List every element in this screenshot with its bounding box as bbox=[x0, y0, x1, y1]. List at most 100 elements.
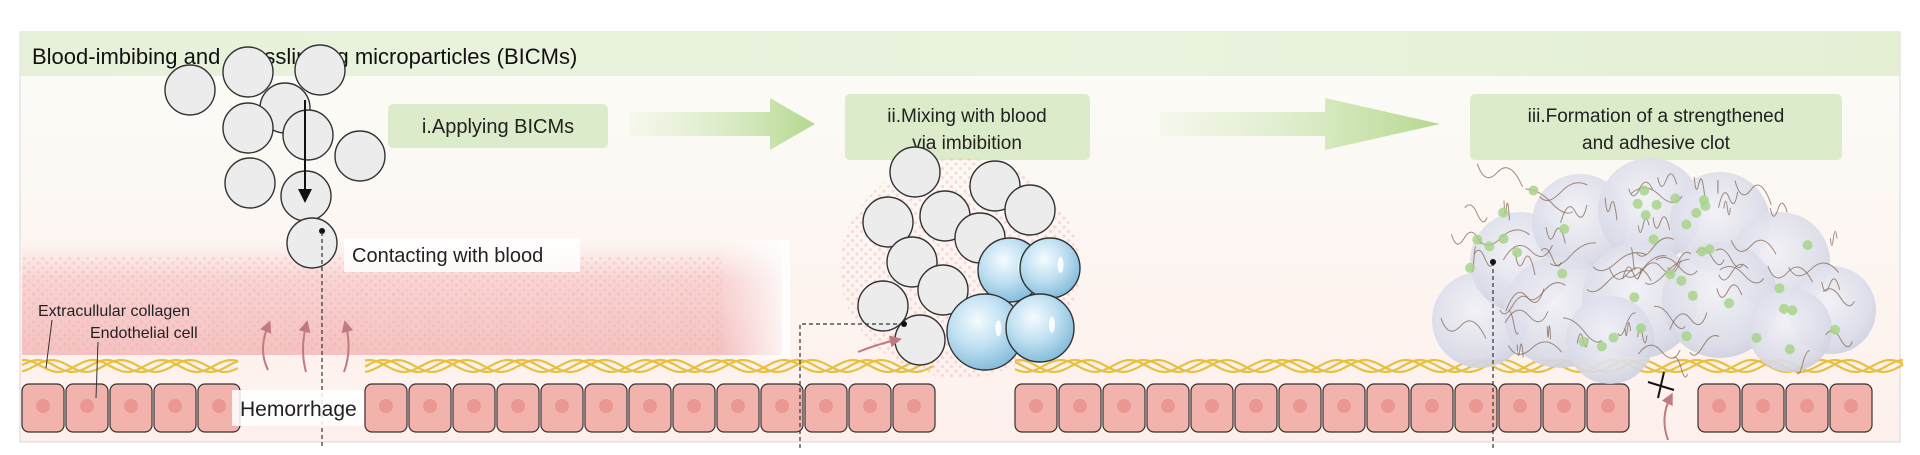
crosslinker-dot bbox=[1775, 283, 1785, 293]
crosslinker-dot bbox=[1688, 291, 1698, 301]
crosslinker-dot bbox=[1629, 292, 1639, 302]
crosslinker-dot bbox=[1785, 344, 1795, 354]
swollen-bicm-particle bbox=[1020, 238, 1080, 298]
bicm-particle bbox=[283, 110, 333, 160]
bicm-particle bbox=[223, 103, 273, 153]
crosslinker-dot bbox=[1670, 193, 1680, 203]
cell-nucleus bbox=[1601, 399, 1615, 413]
crosslinker-dot bbox=[1639, 186, 1649, 196]
crosslinker-dot bbox=[1579, 337, 1589, 347]
crosslinker-dot bbox=[1609, 333, 1619, 343]
crosslinker-dot bbox=[1498, 208, 1508, 218]
cell-nucleus bbox=[1756, 399, 1770, 413]
bicm-particle bbox=[225, 158, 275, 208]
crosslinker-dot bbox=[1633, 199, 1643, 209]
crosslinker-dot bbox=[1682, 331, 1692, 341]
bicm-particle bbox=[1005, 185, 1055, 235]
cell-nucleus bbox=[1073, 399, 1087, 413]
crosslinker-dot bbox=[1512, 247, 1522, 257]
crosslinker-dot bbox=[1649, 234, 1659, 244]
crosslinker-dot bbox=[1529, 186, 1539, 196]
cell-nucleus bbox=[212, 399, 226, 413]
crosslinker-dot bbox=[1779, 304, 1789, 314]
crosslinker-dot bbox=[1699, 195, 1709, 205]
crosslinker-dot bbox=[1641, 210, 1651, 220]
cell-nucleus bbox=[36, 399, 50, 413]
clot-particle bbox=[1748, 288, 1832, 372]
hemorrhage-label: Hemorrhage bbox=[240, 398, 357, 421]
cell-nucleus bbox=[80, 399, 94, 413]
cell-nucleus bbox=[467, 399, 481, 413]
cell-nucleus bbox=[1205, 399, 1219, 413]
bicm-particle bbox=[335, 131, 385, 181]
cell-nucleus bbox=[863, 399, 877, 413]
cell-nucleus bbox=[1513, 399, 1527, 413]
cell-nucleus bbox=[1337, 399, 1351, 413]
cell-nucleus bbox=[1161, 399, 1175, 413]
crosslinker-dot bbox=[1665, 269, 1675, 279]
crosslinker-dot bbox=[1676, 276, 1686, 286]
cell-nucleus bbox=[1381, 399, 1395, 413]
bicm-particle bbox=[165, 65, 215, 115]
bicm-particle bbox=[287, 218, 337, 268]
cell-nucleus bbox=[1029, 399, 1043, 413]
particle-highlight bbox=[1049, 317, 1055, 333]
contact-label: Contacting with blood bbox=[352, 245, 543, 267]
collagen-label: Extracullular collagen bbox=[38, 303, 190, 320]
cell-nucleus bbox=[775, 399, 789, 413]
crosslinker-dot bbox=[1752, 333, 1762, 343]
crosslinker-dot bbox=[1652, 200, 1662, 210]
cell-nucleus bbox=[423, 399, 437, 413]
crosslinker-dot bbox=[1559, 224, 1569, 234]
cell-nucleus bbox=[124, 399, 138, 413]
cell-nucleus bbox=[555, 399, 569, 413]
crosslinker-dot bbox=[1724, 298, 1734, 308]
cell-nucleus bbox=[1469, 399, 1483, 413]
particle-highlight bbox=[1058, 257, 1064, 273]
step-1: i.Applying BICMs bbox=[388, 104, 608, 148]
crosslinker-dot bbox=[1472, 235, 1482, 245]
crosslinker-dot bbox=[1484, 241, 1494, 251]
step-3-line2: and adhesive clot bbox=[1582, 133, 1731, 154]
crosslinker-dot bbox=[1465, 263, 1475, 273]
cell-nucleus bbox=[1712, 399, 1726, 413]
cell-nucleus bbox=[687, 399, 701, 413]
cell-nucleus bbox=[1425, 399, 1439, 413]
crosslinker-dot bbox=[1691, 208, 1701, 218]
step-2-line1: ii.Mixing with blood bbox=[887, 106, 1046, 127]
endothelial-label: Endothelial cell bbox=[90, 325, 198, 342]
crosslinker-dot bbox=[1597, 341, 1607, 351]
crosslinker-dot bbox=[1705, 244, 1715, 254]
particle-highlight bbox=[995, 320, 1001, 336]
crosslinker-dot bbox=[1636, 323, 1646, 333]
cell-nucleus bbox=[1800, 399, 1814, 413]
cell-nucleus bbox=[1293, 399, 1307, 413]
crosslinker-dot bbox=[1787, 305, 1797, 315]
swollen-bicm-particle bbox=[1006, 294, 1074, 362]
step-3-line1: iii.Formation of a strengthened bbox=[1528, 106, 1785, 127]
cell-nucleus bbox=[819, 399, 833, 413]
cell-nucleus bbox=[1249, 399, 1263, 413]
bicm-particle bbox=[890, 147, 940, 197]
cell-nucleus bbox=[168, 399, 182, 413]
step-3: iii.Formation of a strengthened and adhe… bbox=[1470, 94, 1842, 160]
cell-nucleus bbox=[1117, 399, 1131, 413]
cell-nucleus bbox=[1557, 399, 1571, 413]
cell-nucleus bbox=[731, 399, 745, 413]
step-1-label: i.Applying BICMs bbox=[422, 116, 574, 138]
clot-contact-dot bbox=[1490, 259, 1496, 265]
crosslinker-dot bbox=[1830, 325, 1840, 335]
crosslinker-dot bbox=[1499, 234, 1509, 244]
crosslinker-dot bbox=[1681, 220, 1691, 230]
cell-nucleus bbox=[379, 399, 393, 413]
bicm-particle bbox=[295, 45, 345, 95]
bicm-particle bbox=[223, 47, 273, 97]
mixing-contact-dot bbox=[901, 321, 907, 327]
step-2: ii.Mixing with blood via imbibition bbox=[845, 94, 1090, 160]
crosslinker-dot bbox=[1803, 240, 1813, 250]
cell-nucleus bbox=[1844, 399, 1858, 413]
cell-nucleus bbox=[907, 399, 921, 413]
cell-nucleus bbox=[599, 399, 613, 413]
